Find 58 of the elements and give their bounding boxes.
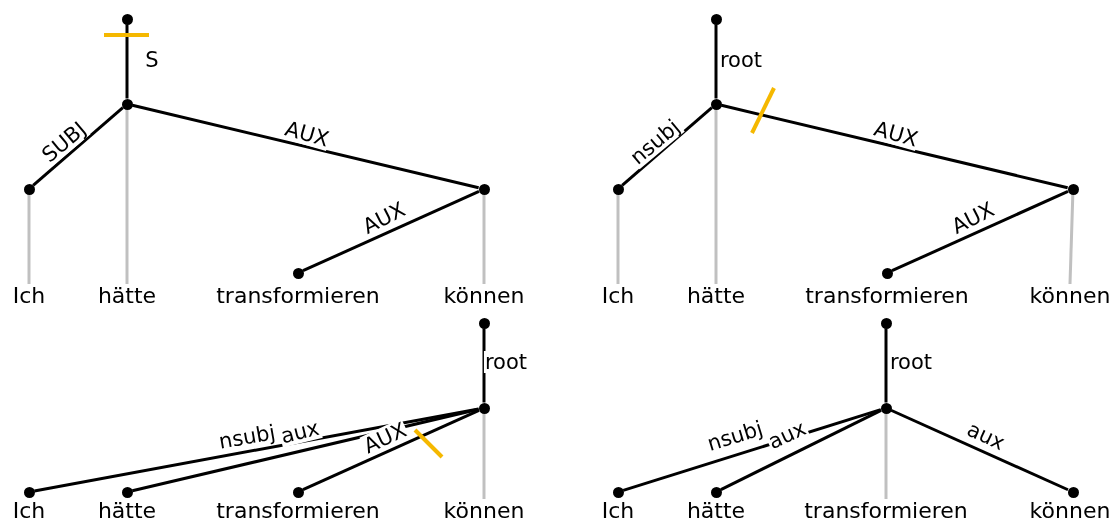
tree-node-dot [612,183,624,195]
tree-node-dot [478,402,490,414]
projection-line [125,109,129,284]
tree-node-dot [121,486,133,498]
tree-node-dot [121,98,133,110]
dependency-line [714,24,718,99]
word-label: können [1029,284,1111,308]
tree-node-dot [710,486,722,498]
word-label: transformieren [216,284,380,308]
tree-node-dot [478,183,490,195]
word-label: Ich [601,499,635,523]
word-label: transformieren [805,284,969,308]
word-label: können [443,284,525,308]
word-label: Ich [12,499,46,523]
word-label: hätte [686,499,746,523]
tree-node-dot [23,183,35,195]
dependency-line [125,24,129,99]
word-label: hätte [97,284,157,308]
projection-line [616,194,620,284]
dependency-line [891,189,1069,273]
projection-line [884,413,888,499]
projection-line [1068,194,1075,285]
tree-node-dot [292,267,304,279]
word-label: hätte [97,499,157,523]
tree-node-dot [1067,183,1079,195]
dependency-line [32,106,124,187]
dependency-line [621,106,713,187]
word-label: Ich [12,284,46,308]
dependency-line [302,408,480,492]
tree-node-dot [710,13,722,25]
projection-line [714,109,718,284]
word-label: transformieren [804,499,968,523]
tree-node-dot [1067,486,1079,498]
word-label: können [443,499,525,523]
tree-node-dot [23,486,35,498]
tree-node-dot [710,98,722,110]
dependency-line [132,407,479,493]
word-label: hätte [686,284,746,308]
tree-node-dot [881,267,893,279]
projection-line [482,194,486,284]
word-label: können [1029,499,1111,523]
word-label: Ich [601,284,635,308]
dependency-line [890,408,1069,492]
tree-node-dot [478,317,490,329]
dependency-line [720,409,882,491]
dependency-line [302,189,480,273]
word-label: transformieren [216,499,380,523]
edge-label: root [483,351,529,373]
projection-line [482,413,486,499]
dependency-line [132,103,479,190]
projection-line [27,194,31,284]
tree-node-dot [880,317,892,329]
tree-node-dot [880,402,892,414]
tree-node-dot [612,486,624,498]
tree-node-dot [121,13,133,25]
dependency-line [884,328,888,403]
dependency-line [721,103,1068,190]
tree-node-dot [292,486,304,498]
